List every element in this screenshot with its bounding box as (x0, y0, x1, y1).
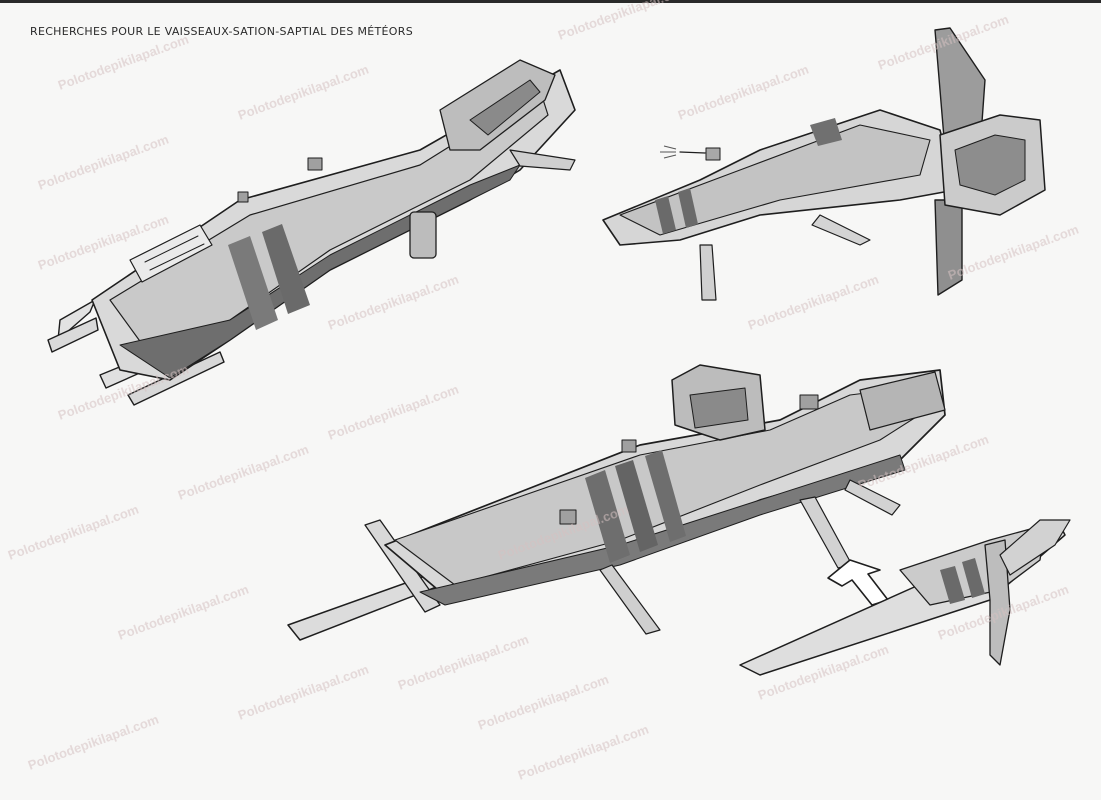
svg-text:Polotodepikilapal.com: Polotodepikilapal.com (326, 272, 461, 333)
ship-4-fighter (739, 519, 1071, 676)
sketch-caption: Recherches pour le Vaisseaux-Sation-Sapt… (30, 25, 413, 38)
svg-text:Polotodepikilapal.com: Polotodepikilapal.com (26, 712, 161, 773)
svg-text:Polotodepikilapal.com: Polotodepikilapal.com (746, 272, 881, 333)
svg-text:Polotodepikilapal.com: Polotodepikilapal.com (36, 132, 171, 193)
svg-text:Polotodepikilapal.com: Polotodepikilapal.com (476, 672, 611, 733)
svg-text:Polotodepikilapal.com: Polotodepikilapal.com (946, 222, 1081, 283)
ship-1-top-left (47, 59, 576, 406)
svg-text:Polotodepikilapal.com: Polotodepikilapal.com (326, 382, 461, 443)
svg-text:Polotodepikilapal.com: Polotodepikilapal.com (236, 62, 371, 123)
svg-text:Polotodepikilapal.com: Polotodepikilapal.com (516, 722, 651, 783)
svg-text:Polotodepikilapal.com: Polotodepikilapal.com (6, 502, 141, 563)
svg-text:Polotodepikilapal.com: Polotodepikilapal.com (556, 0, 691, 43)
svg-text:Polotodepikilapal.com: Polotodepikilapal.com (116, 582, 251, 643)
ship-3-bottom (287, 364, 946, 641)
ship-2-top-right (602, 27, 1046, 301)
svg-text:Polotodepikilapal.com: Polotodepikilapal.com (396, 632, 531, 693)
svg-text:Polotodepikilapal.com: Polotodepikilapal.com (236, 662, 371, 723)
svg-text:Polotodepikilapal.com: Polotodepikilapal.com (676, 62, 811, 123)
svg-text:Polotodepikilapal.com: Polotodepikilapal.com (56, 32, 191, 93)
svg-text:Polotodepikilapal.com: Polotodepikilapal.com (176, 442, 311, 503)
top-border-line (0, 0, 1101, 3)
